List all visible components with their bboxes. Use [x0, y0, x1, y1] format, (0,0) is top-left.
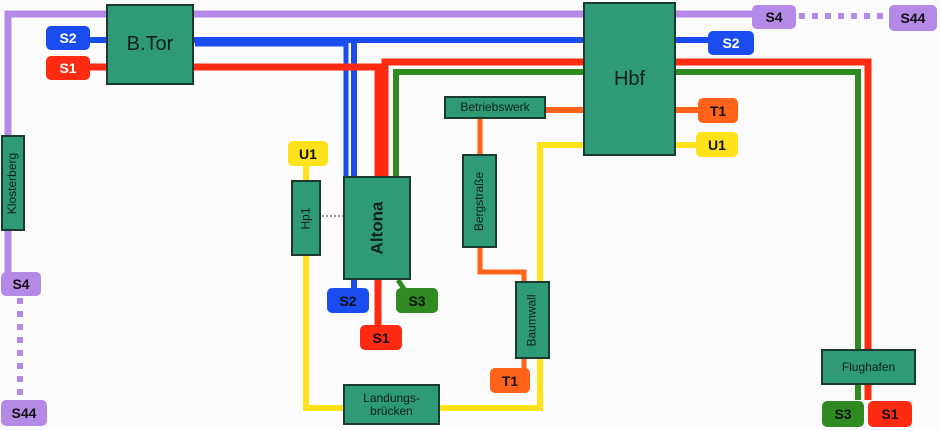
station-baumwall-label: Baumwall	[525, 293, 539, 347]
tag-s2-altona[interactable]: S2	[327, 288, 369, 313]
tag-s3-flughafen[interactable]: S3	[822, 401, 864, 427]
tag-s44-east[interactable]: S44	[889, 5, 937, 31]
tag-s4-east[interactable]: S4	[752, 5, 796, 29]
station-bergstrasse[interactable]: Bergstraße	[462, 154, 497, 248]
tag-s44-west[interactable]: S44	[1, 400, 47, 426]
station-klosterberg[interactable]: Klosterberg	[1, 135, 25, 231]
station-landungsbruecken-label: Landungs- brücken	[363, 390, 420, 418]
station-hp1-label: Hp1	[298, 206, 313, 230]
tag-s2-hbf[interactable]: S2	[708, 31, 754, 55]
tag-t1-hbf[interactable]: T1	[698, 98, 738, 123]
station-klosterberg-label: Klosterberg	[5, 152, 20, 214]
s2-track-inner	[195, 41, 349, 180]
station-altona[interactable]: Altona	[343, 176, 411, 280]
s4-track	[4, 10, 780, 150]
station-bergstrasse-label: Bergstraße	[472, 171, 487, 231]
tag-s2-btor[interactable]: S2	[46, 26, 90, 50]
station-flughafen-label: Flughafen	[841, 359, 896, 374]
station-hbf[interactable]: Hbf	[583, 2, 676, 156]
station-hp1[interactable]: Hp1	[291, 180, 321, 256]
station-hbf-label: Hbf	[613, 67, 646, 90]
station-betriebswerk[interactable]: Betriebswerk	[444, 96, 546, 119]
station-baumwall[interactable]: Baumwall	[515, 281, 550, 359]
station-landungsbruecken[interactable]: Landungs- brücken	[343, 384, 440, 425]
station-betriebswerk-label: Betriebswerk	[460, 100, 530, 114]
station-btor[interactable]: B.Tor	[106, 4, 194, 85]
station-btor-label: B.Tor	[126, 33, 174, 55]
tag-u1-hp1[interactable]: U1	[288, 141, 328, 166]
tag-s1-flughafen[interactable]: S1	[868, 401, 912, 427]
station-altona-label: Altona	[366, 201, 386, 255]
tag-s4-west[interactable]: S4	[1, 272, 41, 296]
t1-berg-baum	[477, 246, 527, 285]
tag-s1-btor[interactable]: S1	[46, 56, 90, 80]
tag-t1-baumwall[interactable]: T1	[490, 368, 530, 393]
station-flughafen[interactable]: Flughafen	[821, 349, 916, 385]
tag-u1-hbf[interactable]: U1	[696, 132, 738, 157]
tag-s1-altona[interactable]: S1	[360, 325, 402, 350]
tag-s3-altona[interactable]: S3	[396, 288, 438, 313]
